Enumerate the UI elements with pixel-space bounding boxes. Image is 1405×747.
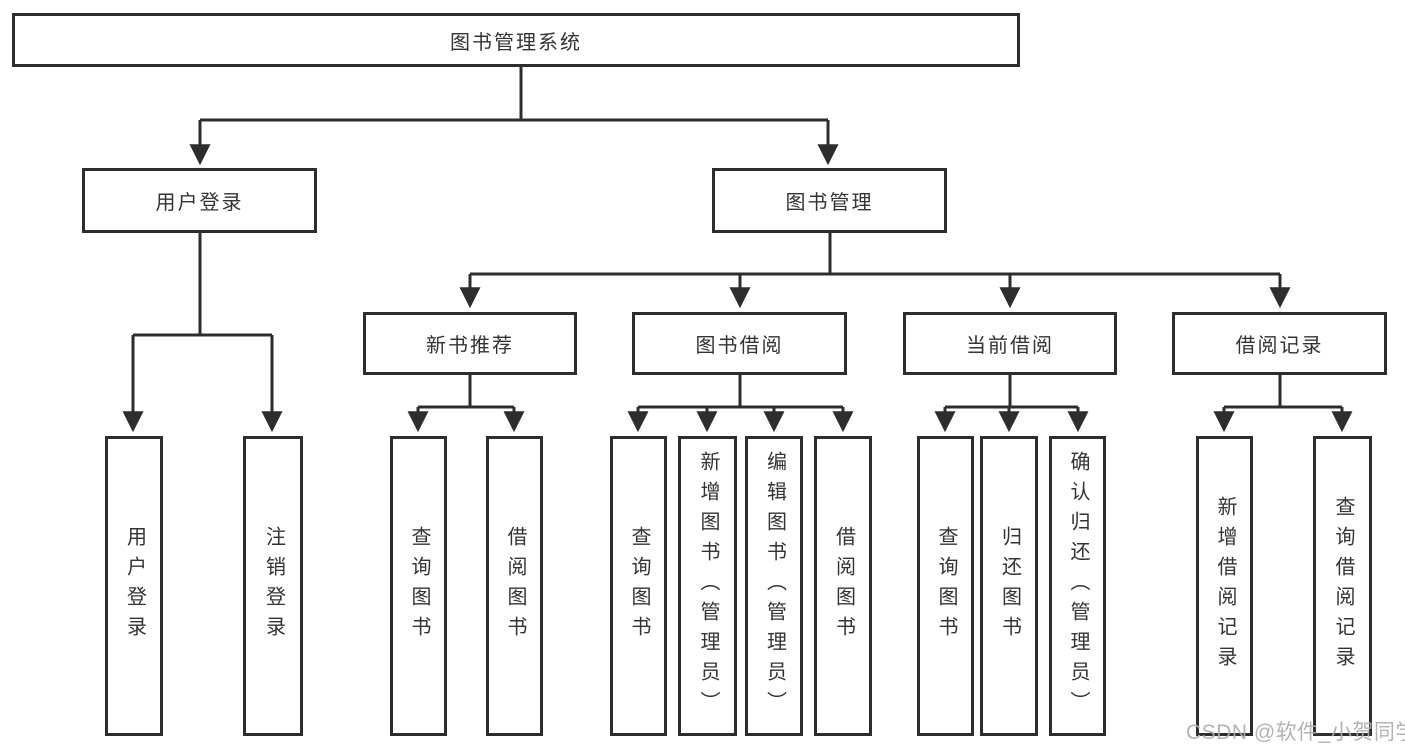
leaf-borrowing-query-book: 查询图书 bbox=[610, 436, 667, 736]
leaf-current-confirm-return-admin: 确认归还（管理员） bbox=[1049, 436, 1106, 736]
node-book-management: 图书管理 bbox=[712, 168, 947, 233]
leaf-newbook-borrow-book: 借阅图书 bbox=[486, 436, 543, 736]
node-borrow-records: 借阅记录 bbox=[1172, 312, 1387, 375]
leaf-user-login: 用户登录 bbox=[105, 436, 163, 736]
leaf-borrowing-edit-book-admin: 编辑图书（管理员） bbox=[745, 436, 803, 736]
node-book-borrowing: 图书借阅 bbox=[632, 312, 847, 375]
leaf-records-query-record: 查询借阅记录 bbox=[1313, 436, 1372, 736]
leaf-borrowing-add-book-admin: 新增图书（管理员） bbox=[678, 436, 737, 736]
node-user-login: 用户登录 bbox=[82, 168, 317, 233]
leaf-records-add-record: 新增借阅记录 bbox=[1196, 436, 1253, 736]
leaf-logout: 注销登录 bbox=[243, 436, 303, 736]
leaf-newbook-query-book: 查询图书 bbox=[390, 436, 447, 736]
leaf-current-query-book: 查询图书 bbox=[917, 436, 974, 736]
node-current-borrow: 当前借阅 bbox=[903, 312, 1117, 375]
leaf-current-return-book: 归还图书 bbox=[980, 436, 1038, 736]
node-root-title: 图书管理系统 bbox=[12, 13, 1020, 67]
node-new-book-recommend: 新书推荐 bbox=[363, 312, 577, 375]
leaf-borrowing-borrow-book: 借阅图书 bbox=[814, 436, 872, 736]
csdn-watermark: CSDN @软件_小贺同学 bbox=[1186, 721, 1405, 744]
